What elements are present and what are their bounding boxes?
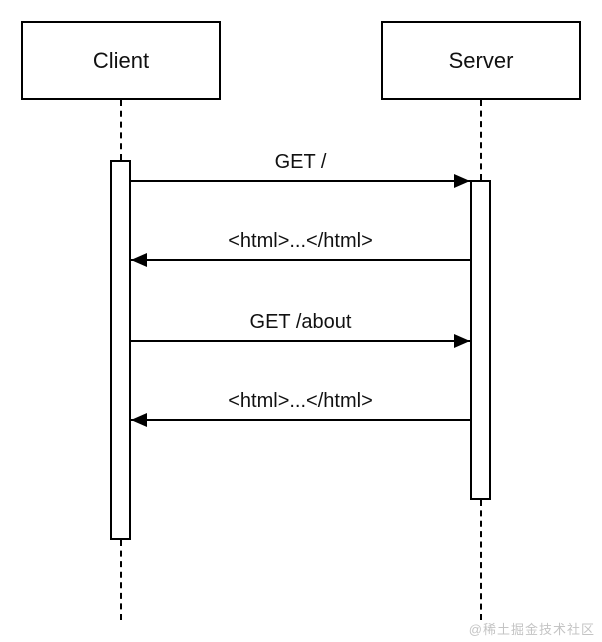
arrowhead-right-icon <box>454 174 470 188</box>
actor-label-server: Server <box>448 47 514 73</box>
message-label-get-about: GET /about <box>249 311 352 333</box>
activation-bar-client <box>110 160 131 540</box>
message-label-get-root: GET / <box>274 151 327 173</box>
arrowhead-left-icon <box>131 413 147 427</box>
actor-label-client: Client <box>92 47 150 73</box>
lifeline-server-upper <box>480 100 482 180</box>
message-arrow-html-response-1 <box>131 259 470 261</box>
lifeline-server-lower <box>480 500 482 620</box>
message-arrow-get-root <box>131 180 470 182</box>
activation-bar-server <box>470 180 491 500</box>
watermark: @稀土掘金技术社区 <box>468 622 595 637</box>
arrowhead-right-icon <box>454 334 470 348</box>
message-arrow-html-response-2 <box>131 419 470 421</box>
message-arrow-get-about <box>131 340 470 342</box>
arrowhead-left-icon <box>131 253 147 267</box>
lifeline-client-upper <box>120 100 122 160</box>
message-label-html-response-1: <html>...</html> <box>228 230 373 252</box>
message-label-html-response-2: <html>...</html> <box>228 390 373 412</box>
actor-box-server: Server <box>381 21 581 100</box>
lifeline-client-lower <box>120 540 122 620</box>
actor-box-client: Client <box>21 21 221 100</box>
